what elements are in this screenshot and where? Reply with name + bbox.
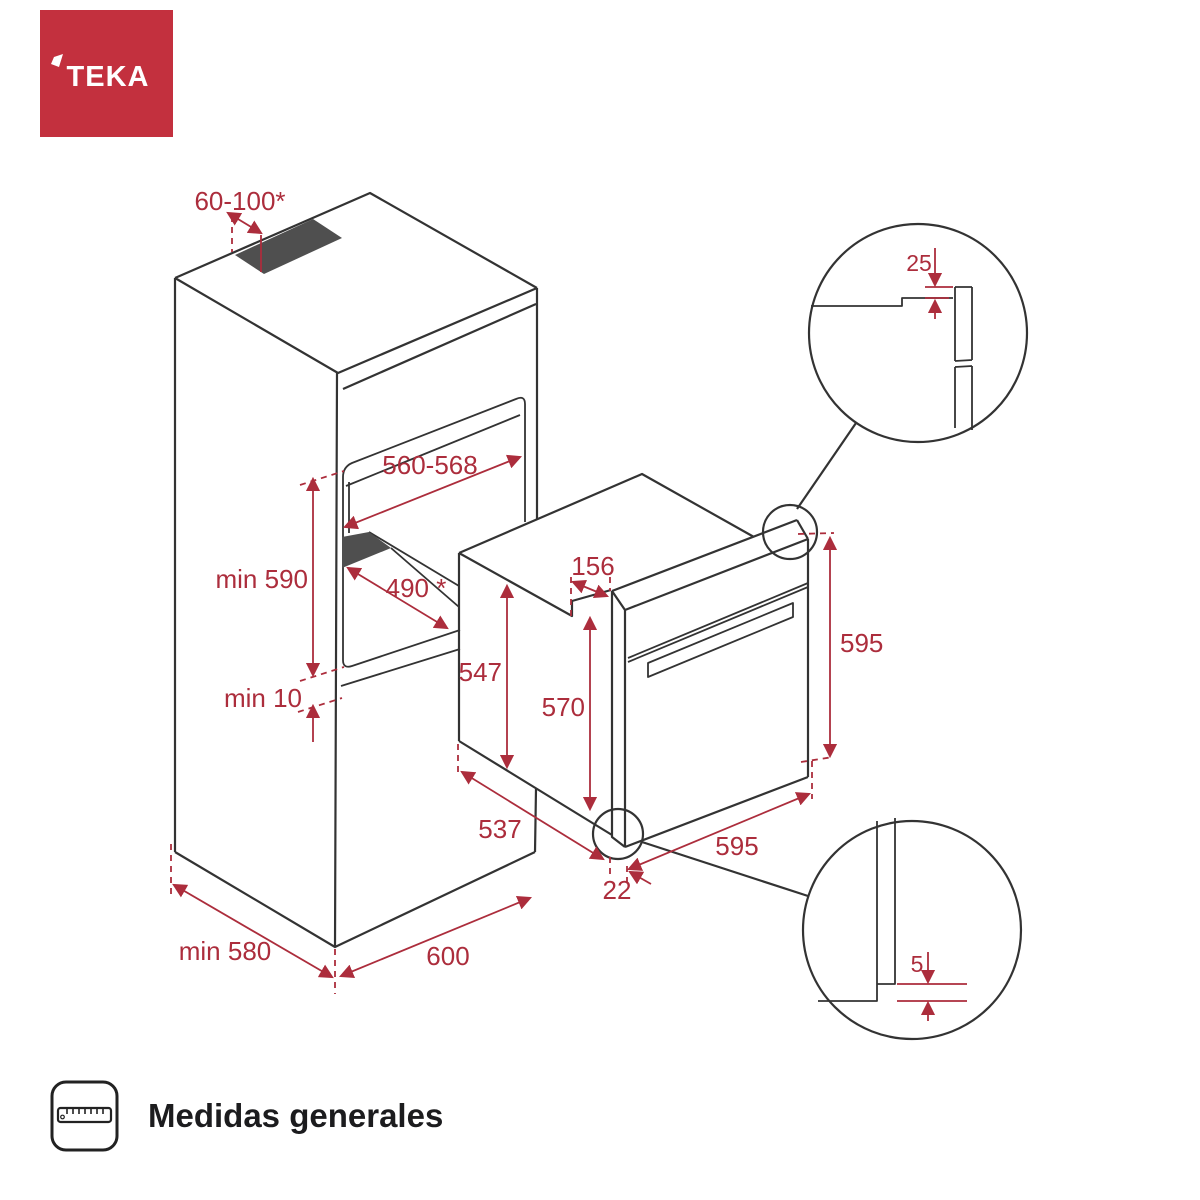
dim-label-inner-height: 570: [542, 692, 585, 722]
teka-logo: TEKA: [40, 10, 173, 137]
callout-top-connector: [796, 422, 857, 510]
dim-arrow: [346, 566, 449, 630]
dim-arrow: [172, 883, 334, 979]
oven-control-panel-line: [627, 582, 809, 663]
dim-vent-width: 60-100*: [194, 186, 286, 272]
dim-label-front-width: 595: [715, 831, 758, 861]
dim-label-body-height: 547: [459, 657, 502, 687]
dim-extension-dashed: [797, 532, 835, 763]
oven-door-handle: [647, 602, 794, 678]
dim-extension-dashed: [570, 577, 611, 616]
dim-extension-dashed: [170, 844, 336, 994]
dim-niche-height: min 590: [216, 470, 345, 682]
dim-body-depth: 537: [457, 744, 605, 861]
dim-label-vent-width: 60-100*: [194, 186, 285, 216]
ruler-icon: [56, 1106, 113, 1124]
cabinet-outline: [173, 191, 539, 949]
dim-label-detail-top: 25: [906, 250, 932, 276]
detail-bottom-section: [818, 818, 896, 1002]
dim-detail-bottom-protrusion: 5: [897, 951, 967, 1021]
dim-extension-dashed: [609, 857, 628, 885]
dim-detail-top-protrusion: 25: [906, 248, 953, 319]
dim-arrow: [628, 870, 652, 885]
dim-arrow: [226, 211, 263, 235]
logo-tick-icon: [51, 54, 63, 67]
dim-label-bottom-clearance: min 10: [224, 683, 302, 713]
logo-text: TEKA: [67, 61, 150, 93]
dim-label-front-overhang: 22: [603, 875, 632, 905]
callout-source-top-circle: [761, 503, 819, 561]
dim-label-cabinet-width: 600: [426, 941, 469, 971]
dim-arrow: [342, 454, 523, 530]
dim-label-shelf-depth: 490 *: [386, 573, 447, 603]
dim-arrow: [571, 580, 609, 598]
callout-detail-bottom-circle: [801, 819, 1023, 1041]
dim-arrow: [339, 896, 532, 978]
dim-label-detail-bottom: 5: [911, 951, 924, 977]
dim-extension-dashed: [299, 470, 345, 682]
dim-ticks: [925, 286, 953, 299]
dim-top-recess: 156: [570, 551, 615, 616]
dim-niche-width: 560-568: [342, 450, 523, 530]
detail-top-section: [811, 286, 973, 430]
oven-drawing: [457, 472, 810, 849]
dim-front-overhang: 22: [603, 857, 652, 905]
callout-source-bottom-circle: [591, 807, 645, 861]
footer: Medidas generales: [50, 1080, 443, 1152]
dim-label-niche-width: 560-568: [382, 450, 477, 480]
dim-label-body-depth: 537: [478, 814, 521, 844]
dim-label-cabinet-depth: min 580: [179, 936, 272, 966]
dim-front-height: 595: [797, 532, 883, 763]
logo-background: [40, 10, 173, 137]
dim-body-height: 547: [459, 583, 515, 770]
dim-cabinet-depth: min 580: [170, 844, 336, 994]
dim-label-front-height: 595: [840, 628, 883, 658]
dim-bottom-clearance: min 10: [224, 683, 343, 742]
dim-extension-dashed: [297, 697, 343, 713]
dim-cabinet-width: 600: [339, 896, 532, 978]
footer-caption: Medidas generales: [148, 1097, 443, 1134]
dim-label-top-recess: 156: [571, 551, 614, 581]
niche-shelf-edge: [342, 532, 391, 568]
dim-label-niche-height: min 590: [216, 564, 309, 594]
dim-ticks: [897, 983, 967, 1002]
dim-arrow: [627, 792, 811, 871]
dim-front-width: 595: [627, 761, 813, 871]
dim-arrow: [460, 770, 605, 861]
dim-shelf-depth: 490 *: [346, 566, 449, 630]
callout-detail-top-circle: [807, 222, 1029, 444]
detail-callouts: [591, 222, 1029, 1041]
dim-inner-height: 570: [542, 615, 598, 812]
